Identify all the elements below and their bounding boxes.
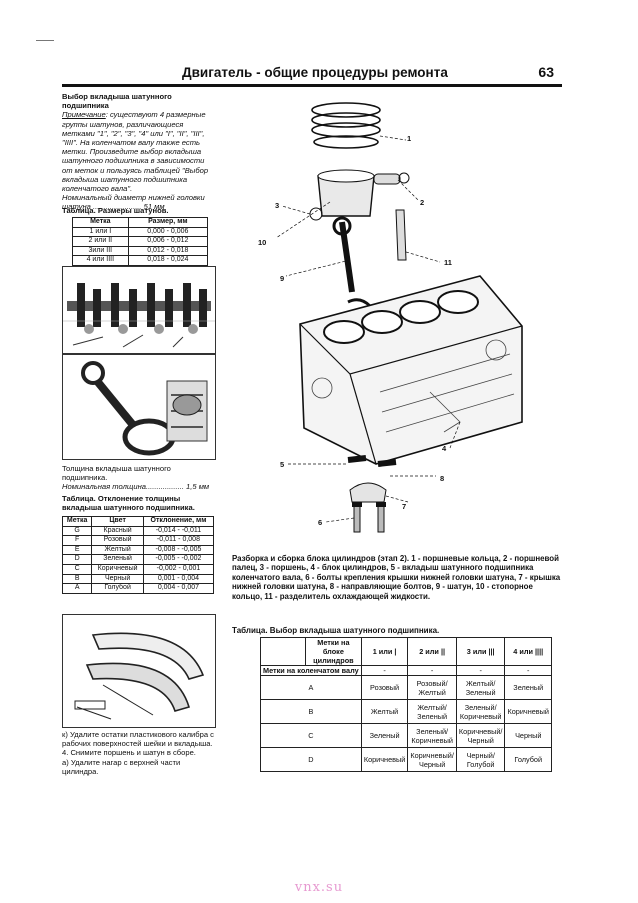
nominal-diameter: Номинальный диаметр нижней головки шатун… [62,193,205,212]
bearing-shell [347,455,367,463]
bearing-shell-figure [62,614,216,728]
instruction-k: к) Удалите остатки пластикового калибра … [62,730,214,749]
callout-10: 10 [258,238,267,247]
table-row: B Желтый Желтый/ Зеленый Зеленый/ Коричн… [260,699,552,724]
note-label: Примечание [62,110,106,120]
piston-pin [373,173,401,185]
callout-3: 3 [275,201,280,210]
crankshaft-drawing [63,283,215,348]
callout-5: 5 [280,460,285,469]
page-title: Двигатель - общие процедуры ремонта [182,65,448,80]
instructions-block: к) Удалите остатки пластикового калибра … [62,730,214,776]
callout-2: 2 [420,198,425,207]
selection-table: Метки на блоке цилиндров 1 или | 2 или |… [260,637,552,772]
callout-7: 7 [402,502,407,511]
table-row: D Коричневый Коричневый/ Черный Черный/ … [260,747,552,772]
sizes-header: Метка [72,217,129,228]
column-header: 1 или | [360,637,409,666]
figure-caption: Разборка и сборка блока цилиндров (этап … [232,554,561,601]
table-row: C Зеленый Зеленый/ Коричневый Коричневый… [260,723,552,748]
engine-exploded-diagram [275,102,523,533]
bearing-drawing [74,632,205,720]
column-header: 4 или |||| [504,637,552,666]
callout-1: 1 [407,134,412,143]
selection-table-title: Таблица. Выбор вкладыша шатунного подшип… [232,626,440,635]
watermark: vnx.su [294,880,344,895]
rod-drawing [81,361,208,456]
section-heading: Выбор вкладыша шатунного подшипника [62,92,172,111]
callout-8: 8 [440,474,445,483]
deviation-header: Метка [61,516,93,527]
instruction-4: 4. Снимите поршень и шатун в сборе. [62,748,196,758]
table-row: A Розовый Розовый/ Желтый Желтый/ Зелены… [260,675,552,700]
corner-top: Метки на блоке цилиндров [304,637,362,666]
coolant-separator [395,209,407,261]
sizes-table-title: Таблица. Размеры шатунов. [62,206,169,215]
deviation-header: Отклонение, мм [142,516,215,527]
callout-4: 4 [442,444,447,453]
column-header: 2 или || [407,637,457,666]
sizes-header: Размер, мм [127,217,209,228]
thickness-block: Толщина вкладыша шатунного подшипника. Н… [62,464,214,512]
deviation-table-title: Таблица. Отклонение толщины вкладыша шат… [62,493,195,512]
callout-11: 11 [444,258,452,267]
cap-bolt [353,505,361,533]
note-text: : существуют 4 размерные группы шатунов,… [62,110,209,194]
intro-block: Выбор вкладыша шатунного подшипника Прим… [62,92,214,212]
connecting-rod-figure [62,354,216,460]
deviation-header: Цвет [91,516,144,527]
rod-cap [349,482,387,503]
callout-9: 9 [280,274,285,283]
instruction-a: а) Удалите нагар с верхней части цилиндр… [62,757,181,776]
thickness-text: Толщина вкладыша шатунного подшипника. [62,464,171,483]
thickness-nominal: Номинальная толщина.................. 1,… [62,482,210,492]
callout-6: 6 [318,518,323,527]
corner-mark [36,40,54,41]
page-number: 63 [538,64,554,80]
corner-left: Метки на коленчатом валу [260,665,362,676]
cylinder-block [299,275,523,465]
note-paragraph: Примечание: существуют 4 размерные групп… [62,110,214,193]
column-header: 3 или ||| [455,637,506,666]
page-header: Двигатель - общие процедуры ремонта 63 [62,64,562,87]
piston-rings [311,102,381,149]
crankshaft-figure [62,266,216,354]
